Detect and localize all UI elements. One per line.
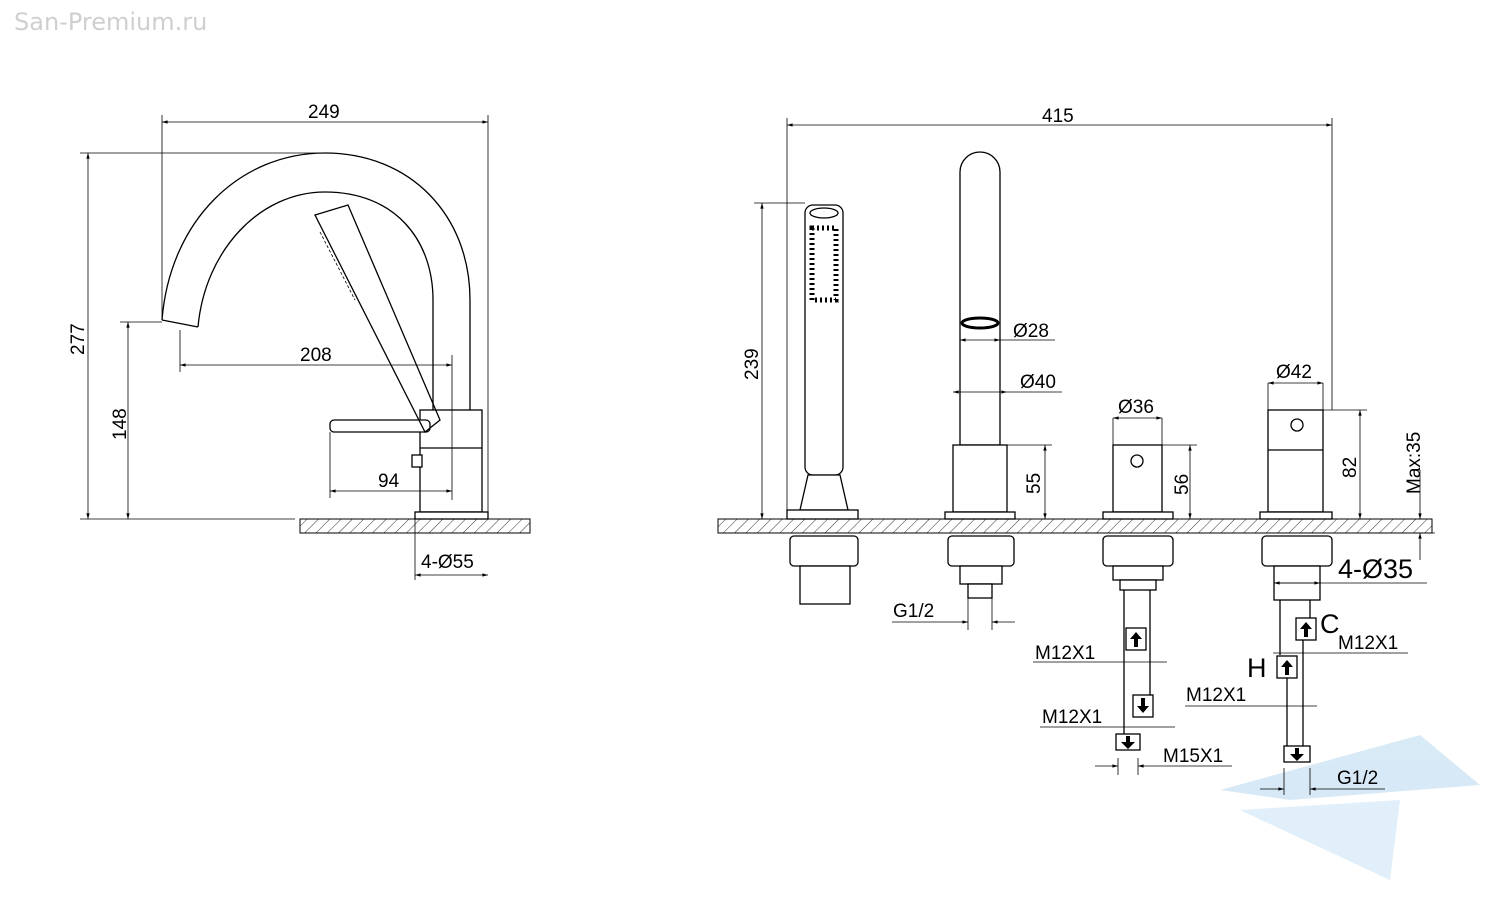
hand-shower: 239 (742, 202, 859, 605)
label-valve-thread-2: M12X1 (1042, 707, 1102, 728)
dim-base-hole: 4-Ø55 (421, 552, 474, 573)
dim-total-width: 415 (1042, 106, 1074, 127)
dim-valve-height: 56 (1172, 474, 1193, 495)
label-mixer-outlet: G1/2 (1337, 768, 1378, 789)
dim-mixer-diameter: Ø42 (1276, 362, 1312, 383)
label-cold-thread: M12X1 (1338, 633, 1398, 654)
dim-spout-tip: Ø28 (1013, 321, 1049, 342)
dim-shower-height: 239 (742, 348, 763, 380)
dim-spout-diameter: Ø40 (1020, 372, 1056, 393)
watermark-logo (1220, 735, 1480, 880)
dim-valve-diameter: Ø36 (1118, 397, 1154, 418)
dim-width: 249 (308, 102, 340, 123)
dim-spout-base: 55 (1024, 473, 1045, 494)
label-hot-thread: M12X1 (1186, 685, 1246, 706)
dim-max-deck: Max:35 (1404, 432, 1425, 494)
label-cold: C (1320, 609, 1340, 639)
side-view-faucet: 249 277 148 208 94 4-Ø55 (68, 102, 531, 580)
label-hot: H (1247, 653, 1267, 683)
dim-mixer-height: 82 (1340, 457, 1361, 478)
label-valve-outlet: M15X1 (1163, 746, 1223, 767)
dim-lever: 94 (378, 471, 400, 492)
dim-height: 277 (68, 323, 89, 355)
spout: Ø28 Ø40 55 G1/2 (892, 151, 1062, 630)
label-valve-thread-1: M12X1 (1035, 643, 1095, 664)
dim-spout-reach: 208 (300, 345, 332, 366)
diverter-valve: Ø36 56 M12X1 M12X1 M15X1 (1033, 397, 1232, 775)
hand-shower-side (314, 204, 441, 434)
dim-spout-height: 148 (110, 408, 131, 440)
label-shower-thread: G1/2 (893, 601, 934, 622)
front-view-set: 415 239 Ø28 Ø40 (717, 106, 1435, 795)
watermark-text: San-Premium.ru (14, 8, 208, 36)
mixer-valve: Ø42 82 Max:35 4-Ø35 C M12X1 H M12X1 G1/2 (1185, 362, 1435, 795)
dim-hole-diameter: 4-Ø35 (1338, 554, 1413, 584)
